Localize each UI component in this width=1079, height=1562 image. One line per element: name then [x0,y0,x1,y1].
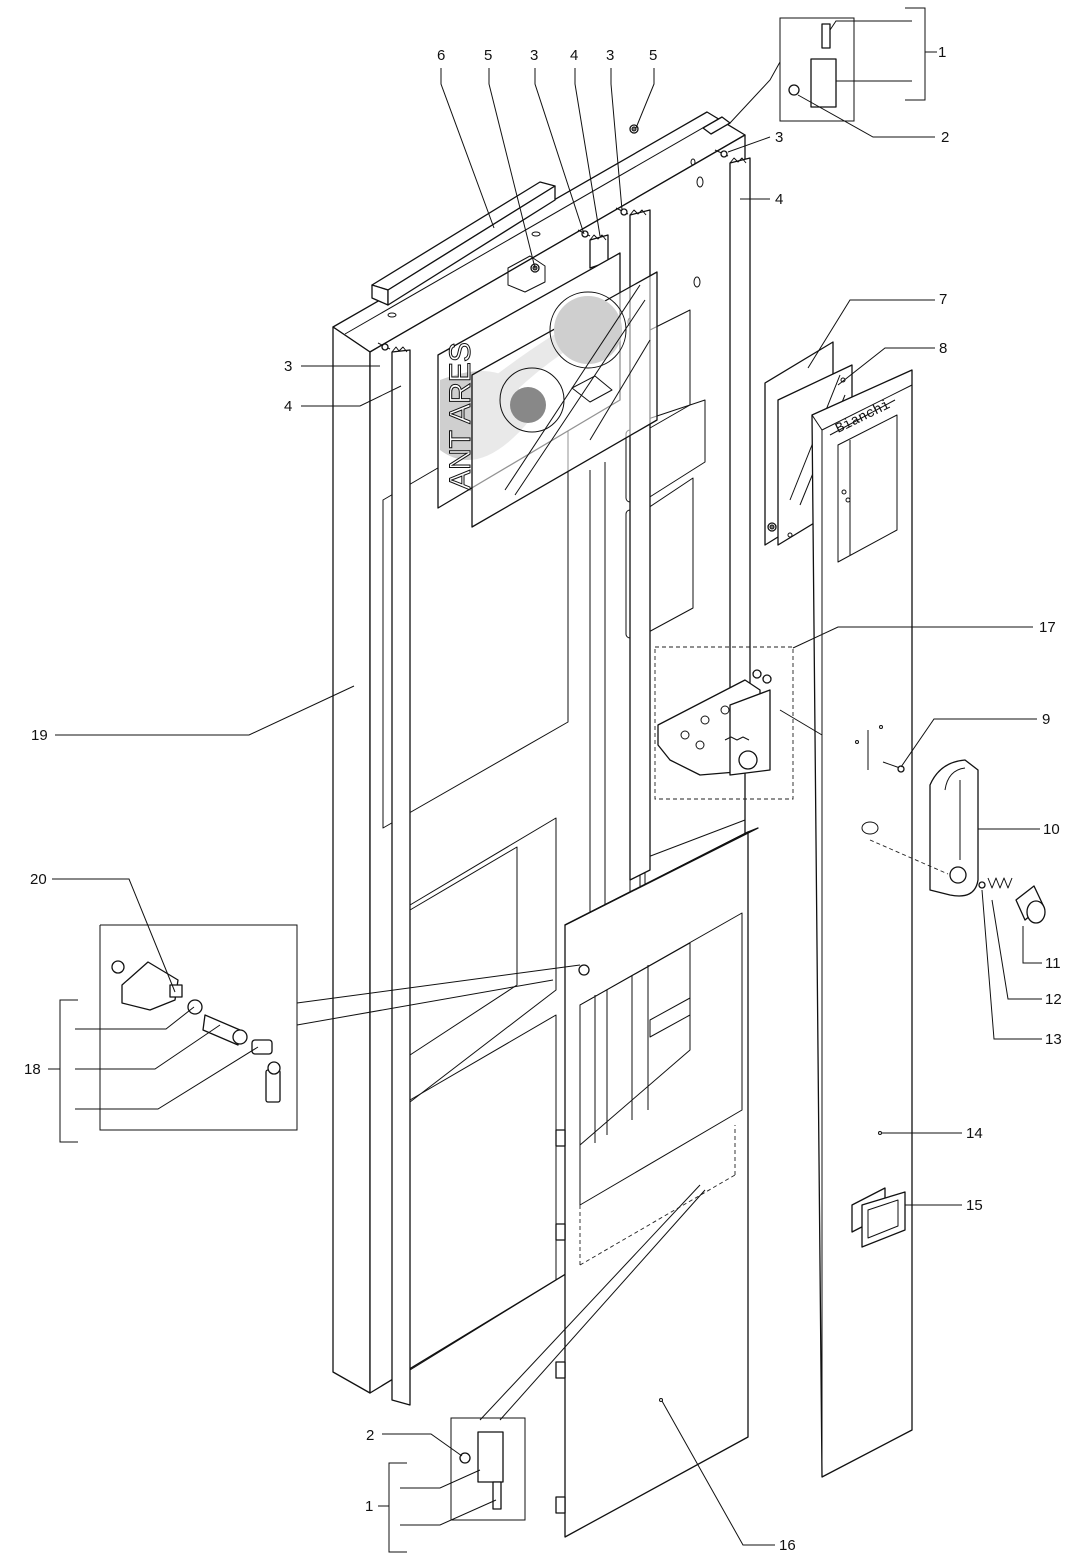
small-screw [882,761,905,773]
callout-8: 8 [939,340,947,357]
callout-3-a: 3 [530,47,538,64]
callout-4-left: 4 [284,398,292,415]
callout-2-top: 2 [941,129,949,146]
display-panel: ANT ARES [437,252,658,528]
callout-10: 10 [1043,821,1060,838]
callout-19: 19 [31,727,48,744]
callout-6: 6 [437,47,445,64]
leader-lines [48,20,1042,1546]
callout-17: 17 [1039,619,1056,636]
callout-15: 15 [966,1197,983,1214]
callout-1-bottom: 1 [365,1498,373,1515]
callout-11: 11 [1045,955,1061,972]
lock-cylinder-detail [99,924,581,1131]
callout-1-top: 1 [938,44,946,61]
door-handle [869,759,979,897]
lock-pin-parts [978,877,1046,924]
side-cover: Bianchi [811,369,913,1478]
callout-3-b: 3 [606,47,614,64]
callout-3-left: 3 [284,358,292,375]
callout-5-b: 5 [649,47,657,64]
callout-3-right: 3 [775,129,783,146]
callout-7: 7 [939,291,947,308]
callout-5-a: 5 [484,47,492,64]
callout-9: 9 [1042,711,1050,728]
magnet-detail-bottom [388,1417,526,1553]
callout-12: 12 [1045,991,1062,1008]
callout-4-right: 4 [775,191,783,208]
callout-20: 20 [30,871,47,888]
callout-2-bottom: 2 [366,1427,374,1444]
lower-door [479,827,759,1538]
callout-18: 18 [24,1061,41,1078]
lock-assembly [654,646,823,800]
coin-return-flap [851,1187,906,1248]
callout-16: 16 [779,1537,796,1554]
callout-4-a: 4 [570,47,578,64]
callout-14: 14 [966,1125,983,1142]
magnet-detail-top [729,7,926,124]
callout-13: 13 [1045,1031,1062,1048]
callout-labels: 1 2 3 4 6 5 3 4 3 5 3 4 7 8 17 9 19 10 2… [24,44,1062,1554]
